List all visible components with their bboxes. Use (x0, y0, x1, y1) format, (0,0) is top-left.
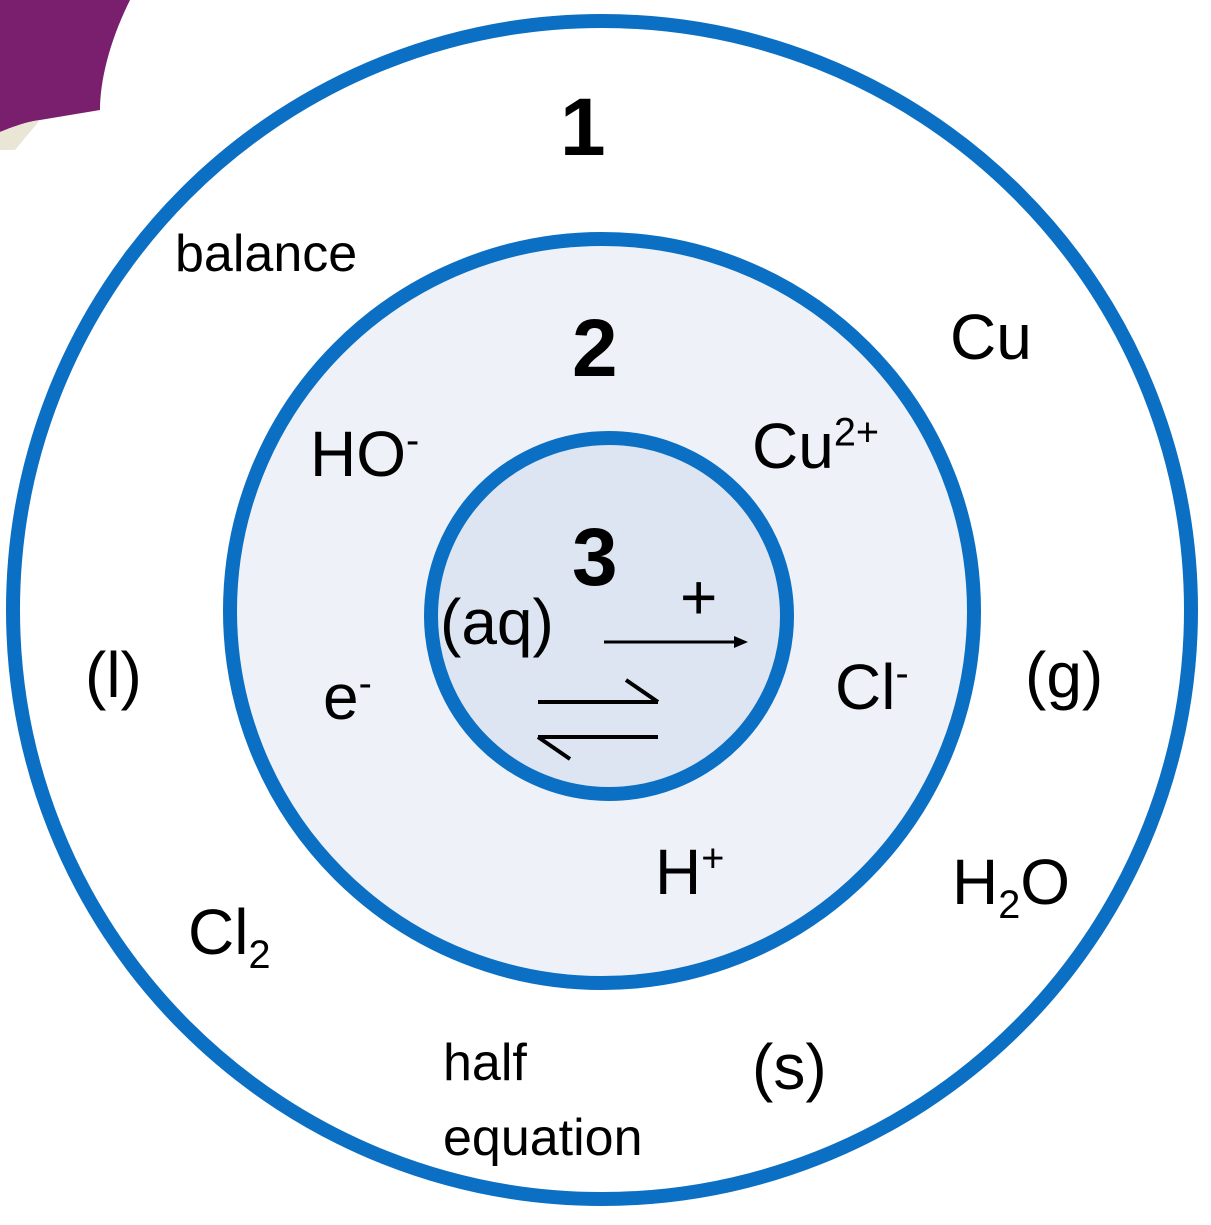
term-chlorine: Cl2 (188, 896, 271, 977)
term-half: half (443, 1034, 527, 1092)
term-chloride: Cl- (835, 651, 909, 723)
term-aqueous: (aq) (440, 586, 554, 658)
term-hydrogen-ion: H+ (655, 836, 725, 908)
ring-number-3: 3 (572, 512, 618, 603)
inner-ring (424, 431, 794, 801)
ring-number-1: 1 (560, 82, 606, 173)
term-balance: balance (175, 225, 358, 283)
corner-decoration (0, 0, 130, 150)
term-solid: (s) (752, 1031, 827, 1103)
ring-number-2: 2 (572, 303, 618, 394)
equilibrium-arrows-icon (536, 678, 660, 761)
term-plus: + (680, 561, 718, 633)
forward-arrow-icon (604, 636, 748, 648)
term-equation: equation (443, 1109, 643, 1167)
term-copper-ion: Cu2+ (752, 410, 880, 482)
term-cu: Cu (950, 301, 1032, 373)
term-electron: e- (323, 661, 372, 733)
term-hydroxide: HO- (310, 418, 420, 490)
term-water: H2O (952, 846, 1071, 927)
term-liquid: (l) (85, 639, 142, 711)
term-gas: (g) (1025, 639, 1104, 711)
